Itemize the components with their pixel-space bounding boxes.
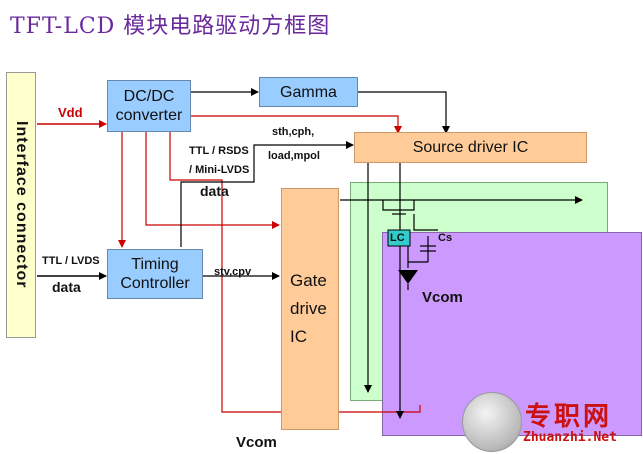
dcdc-label-line1: DC/DC	[123, 88, 175, 105]
dcdc-gate-power-line	[145, 132, 280, 229]
gate-driver-block: Gate drive IC	[281, 188, 339, 430]
watermark-brand: 专职网	[525, 402, 613, 432]
timing-label-line2: Controller	[120, 275, 190, 292]
gamma-source-line	[358, 91, 450, 134]
dcdc-converter-block: DC/DC converter	[107, 80, 191, 132]
vcom-panel-label: Vcom	[422, 289, 463, 306]
tft-switch	[382, 200, 415, 211]
gamma-block: Gamma	[259, 77, 358, 107]
watermark-logo-icon	[462, 392, 522, 452]
sth-label: sth,cph,	[272, 126, 315, 138]
lc-label: LC	[390, 232, 405, 244]
data-left-label: data	[52, 279, 81, 295]
ttl-rsds-label: TTL / RSDS	[189, 145, 249, 157]
vcom-triangle-icon	[398, 270, 418, 284]
diagram-title: TFT-LCD 模块电路驱动方框图	[10, 14, 331, 39]
timing-source-data-line	[180, 141, 354, 247]
stv-label: stv,cpv	[214, 266, 252, 278]
dcdc-label-line2: converter	[115, 107, 183, 124]
load-label: load,mpol	[268, 150, 320, 162]
source-driver-label: Source driver IC	[412, 138, 529, 156]
interface-connector-label: Interface connector	[13, 121, 30, 289]
timing-label-line1: Timing	[131, 256, 179, 273]
interface-connector: Interface connector	[6, 72, 36, 338]
data-mid-label: data	[200, 183, 229, 199]
mini-lvds-label: / Mini-LVDS	[189, 164, 250, 176]
gate-label-line1: Gate	[290, 271, 327, 290]
dcdc-vcom-line	[169, 132, 421, 413]
dcdc-source-power-line	[190, 115, 402, 134]
vcom-bottom-label: Vcom	[236, 434, 277, 451]
gate-label-line3: IC	[290, 327, 307, 346]
vdd-label: Vdd	[58, 105, 83, 120]
watermark-url: Zhuanzhi.Net	[523, 430, 617, 445]
cs-label: Cs	[438, 232, 453, 244]
timing-controller-block: Timing Controller	[107, 249, 203, 299]
gate-label-line2: drive	[290, 299, 327, 318]
gamma-label: Gamma	[280, 83, 337, 101]
ttl-lvds-label: TTL / LVDS	[42, 255, 100, 267]
source-driver-block: Source driver IC	[354, 132, 587, 163]
